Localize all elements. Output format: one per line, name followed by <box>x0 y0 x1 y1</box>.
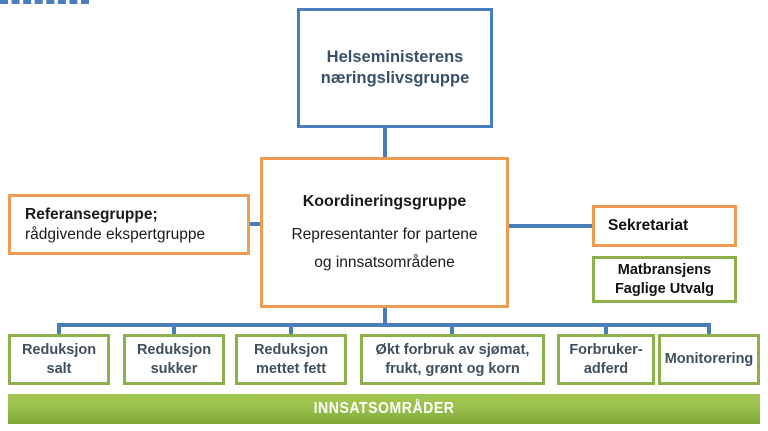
node-helseministerens-naeringslivsgruppe: Helseministerens næringslivsgruppe <box>297 8 493 128</box>
node-center-title: Koordineringsgruppe <box>302 192 467 210</box>
node-secretariat-label: Sekretariat <box>608 217 689 235</box>
node-leaf-4-line1: Forbruker- <box>569 341 643 358</box>
connector-coordination-to-mfu-dashed <box>0 0 89 4</box>
node-leaf-3-line1: Økt forbruk av sjømat, <box>375 341 530 358</box>
node-reference-line2: rådgivende ekspertgruppe <box>25 225 206 243</box>
node-center-line3: og innsatsområdene <box>314 254 455 272</box>
node-mfu-line2: Faglige Utvalg <box>614 280 715 297</box>
connector-drop-leaf-0 <box>57 323 61 336</box>
node-leaf-okt-forbruk: Økt forbruk av sjømat, frukt, grønt og k… <box>360 334 545 385</box>
node-matbransjens-faglige-utvalg: Matbransjens Faglige Utvalg <box>592 256 737 303</box>
banner-label: INNSATSOMRÅDER <box>313 400 455 417</box>
node-leaf-1-line2: sukker <box>150 360 198 377</box>
node-sekretariat: Sekretariat <box>592 205 737 247</box>
node-mfu-line1: Matbransjens <box>617 261 712 278</box>
connector-coordination-to-reference <box>247 222 263 226</box>
connector-drop-leaf-4 <box>604 323 608 336</box>
node-referansegruppe: Referansegruppe; rådgivende ekspertgrupp… <box>8 194 250 255</box>
node-top-line2: næringslivsgruppe <box>320 69 470 87</box>
connector-drop-leaf-3 <box>450 323 454 336</box>
node-center-line2: Representanter for partene <box>291 226 478 244</box>
banner-innsatsomrader: INNSATSOMRÅDER <box>8 394 760 424</box>
node-leaf-2-line2: mettet fett <box>255 360 327 377</box>
node-koordineringsgruppe: Koordineringsgruppe Representanter for p… <box>260 157 509 308</box>
connector-coordination-to-secretariat <box>506 224 595 228</box>
connector-drop-leaf-1 <box>172 323 176 336</box>
node-leaf-monitorering: Monitorering <box>658 334 760 385</box>
node-leaf-reduksjon-salt: Reduksjon salt <box>8 334 110 385</box>
node-leaf-4-line2: adferd <box>583 360 629 377</box>
node-reference-line1: Referansegruppe; <box>25 205 158 223</box>
connector-horizontal-bus <box>57 323 709 327</box>
node-top-line1: Helseministerens <box>326 47 464 66</box>
node-leaf-0-line1: Reduksjon <box>21 341 97 358</box>
node-leaf-2-line1: Reduksjon <box>253 341 329 358</box>
node-leaf-3-line2: frukt, grønt og korn <box>385 360 520 377</box>
node-leaf-1-line1: Reduksjon <box>136 341 212 358</box>
node-leaf-0-line2: salt <box>46 360 72 377</box>
connector-drop-leaf-5 <box>707 323 711 336</box>
connector-coordination-to-bus <box>383 306 387 327</box>
node-leaf-5-line1: Monitorering <box>664 351 754 368</box>
connector-top-to-coordination <box>383 127 387 159</box>
node-leaf-reduksjon-mettet-fett: Reduksjon mettet fett <box>235 334 347 385</box>
node-leaf-reduksjon-sukker: Reduksjon sukker <box>123 334 225 385</box>
node-leaf-forbrukeradferd: Forbruker- adferd <box>557 334 655 385</box>
connector-drop-leaf-2 <box>289 323 293 336</box>
